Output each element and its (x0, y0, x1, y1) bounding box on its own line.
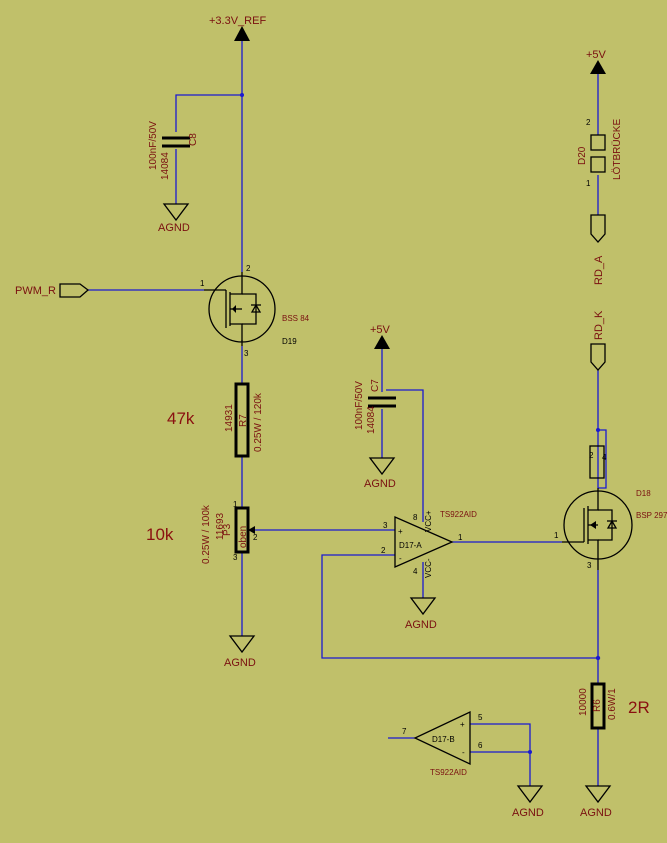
agnd-p3[interactable]: AGND (224, 635, 256, 669)
capacitor-c8[interactable]: C8 100nF/50V 14084 (148, 121, 199, 180)
agnd-opamp[interactable]: AGND (405, 597, 437, 631)
svg-text:47k: 47k (167, 409, 195, 428)
svg-text:BSP 297: BSP 297 (636, 511, 667, 520)
svg-text:TS922AID: TS922AID (430, 768, 467, 777)
svg-text:7: 7 (402, 727, 407, 736)
svg-text:D18: D18 (636, 489, 651, 498)
svg-text:-: - (462, 748, 465, 757)
svg-text:P3: P3 (222, 523, 233, 536)
svg-text:14084: 14084 (366, 406, 377, 434)
svg-text:4: 4 (413, 567, 418, 576)
svg-text:3: 3 (233, 553, 238, 562)
svg-text:2: 2 (246, 264, 251, 273)
power-5v-top[interactable]: +5V (586, 49, 607, 74)
svg-text:5: 5 (478, 713, 483, 722)
net-label-rd-k[interactable]: RD_K (590, 310, 606, 371)
capacitor-c7[interactable]: C7 100nF/50V 14084 (354, 379, 396, 434)
svg-text:PWM_R: PWM_R (15, 285, 56, 297)
svg-text:VCC-: VCC- (424, 558, 433, 578)
svg-text:1: 1 (200, 279, 205, 288)
agnd-r6[interactable]: AGND (580, 785, 612, 819)
svg-text:+: + (460, 720, 465, 729)
mosfet-d19[interactable]: 1 2 3 BSS 84 D19 (200, 264, 310, 358)
svg-text:14931: 14931 (224, 404, 235, 432)
svg-text:3: 3 (587, 561, 592, 570)
resistor-r7[interactable]: R7 14931 0.25W / 120k 47k (167, 382, 264, 458)
junctions (240, 93, 601, 754)
svg-text:+: + (398, 527, 403, 536)
opamp-d17b[interactable]: + - D17-B 7 5 6 TS922AID (402, 710, 483, 777)
svg-text:LÖTBRÜCKE: LÖTBRÜCKE (611, 119, 623, 180)
svg-text:1: 1 (554, 531, 559, 540)
svg-text:D20: D20 (577, 146, 588, 165)
svg-text:D17-A: D17-A (399, 541, 422, 550)
svg-text:RD_A: RD_A (593, 255, 605, 285)
svg-text:R6: R6 (592, 699, 603, 712)
svg-text:AGND: AGND (580, 807, 612, 819)
svg-text:BSS 84: BSS 84 (282, 314, 310, 323)
svg-text:2: 2 (586, 118, 591, 127)
potentiometer-p3[interactable]: oben P3 11693 0.25W / 100k 1 2 3 10k (146, 500, 258, 564)
svg-text:D19: D19 (282, 337, 297, 346)
svg-text:2: 2 (381, 546, 386, 555)
svg-text:2: 2 (589, 451, 594, 460)
svg-text:10k: 10k (146, 525, 174, 544)
svg-text:AGND: AGND (158, 222, 190, 234)
svg-text:11693: 11693 (215, 512, 226, 540)
svg-text:100nF/50V: 100nF/50V (148, 121, 159, 170)
mosfet-d18[interactable]: 2 4 1 3 D18 BSP 297 (554, 445, 667, 570)
power-5v-mid[interactable]: +5V (370, 324, 391, 349)
svg-text:1: 1 (458, 533, 463, 542)
svg-text:AGND: AGND (405, 619, 437, 631)
svg-text:TS922AID: TS922AID (440, 510, 477, 519)
svg-text:D17-B: D17-B (432, 735, 455, 744)
net-label-rd-a[interactable]: RD_A (590, 214, 606, 285)
svg-text:2R: 2R (628, 698, 650, 717)
solder-bridge-d20[interactable]: 2 1 D20 LÖTBRÜCKE (577, 118, 623, 188)
svg-text:C7: C7 (370, 379, 381, 392)
svg-text:+3.3V_REF: +3.3V_REF (209, 15, 266, 27)
agnd-c7[interactable]: AGND (364, 457, 396, 490)
svg-text:C8: C8 (188, 133, 199, 146)
svg-text:VCC+: VCC+ (424, 510, 433, 532)
svg-text:3: 3 (244, 349, 249, 358)
net-label-pwm-r[interactable]: PWM_R (15, 283, 90, 298)
agnd-c8[interactable]: AGND (158, 203, 190, 234)
svg-text:AGND: AGND (364, 478, 396, 490)
svg-text:AGND: AGND (512, 807, 544, 819)
svg-text:1: 1 (233, 500, 238, 509)
svg-text:oben: oben (238, 526, 249, 548)
svg-text:8: 8 (413, 513, 418, 522)
svg-text:0.25W / 120k: 0.25W / 120k (253, 392, 264, 452)
svg-text:2: 2 (253, 533, 258, 542)
svg-text:1: 1 (586, 179, 591, 188)
resistor-r6[interactable]: R6 10000 0.6W/1 2R (578, 682, 650, 730)
opamp-d17a[interactable]: + - D17-A 3 2 1 8 4 VCC+ VCC- TS922AID (381, 510, 477, 578)
svg-text:10000: 10000 (578, 688, 589, 716)
svg-text:+5V: +5V (586, 49, 607, 61)
svg-text:AGND: AGND (224, 657, 256, 669)
wires (88, 40, 607, 786)
svg-text:RD_K: RD_K (593, 310, 605, 340)
svg-text:14084: 14084 (160, 152, 171, 180)
svg-text:0.6W/1: 0.6W/1 (607, 688, 618, 720)
svg-text:3: 3 (383, 521, 388, 530)
svg-text:R7: R7 (238, 414, 249, 427)
svg-text:100nF/50V: 100nF/50V (354, 381, 365, 430)
svg-text:6: 6 (478, 741, 483, 750)
svg-text:-: - (399, 554, 402, 563)
svg-text:4: 4 (602, 453, 607, 462)
svg-text:0.25W / 100k: 0.25W / 100k (201, 504, 212, 564)
svg-text:+5V: +5V (370, 324, 391, 336)
agnd-d17b[interactable]: AGND (512, 785, 544, 819)
power-3v3-ref[interactable]: +3.3V_REF (209, 15, 266, 41)
